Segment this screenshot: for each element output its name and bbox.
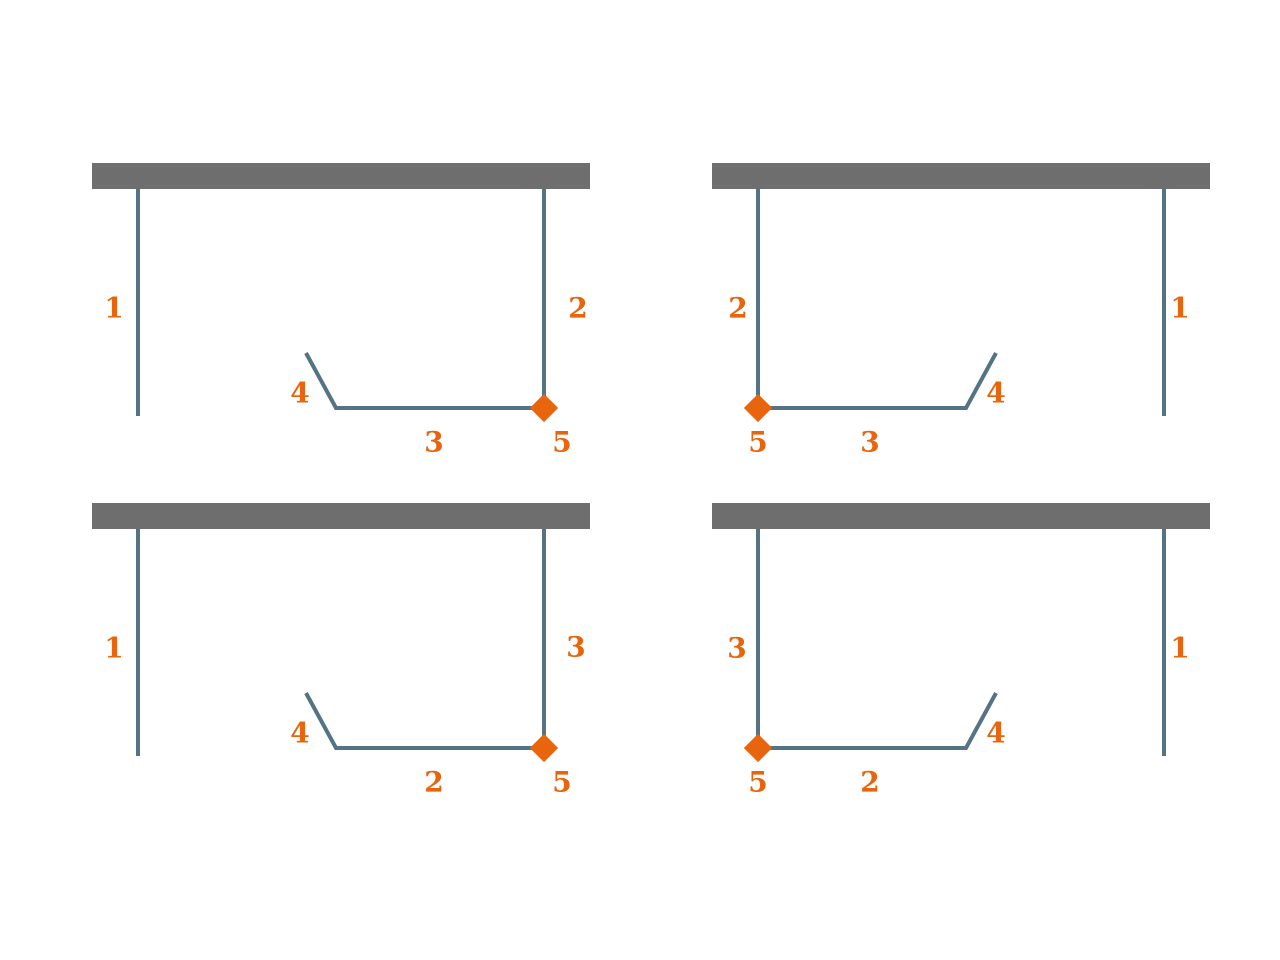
panel-bottom-left: 1 3 4 2 5 xyxy=(92,503,590,799)
panel-top-left: 1 2 4 3 5 xyxy=(92,163,590,459)
label-inner-post: 3 xyxy=(566,631,585,664)
bottom-run xyxy=(304,692,544,750)
label-inner-post: 2 xyxy=(568,292,587,325)
label-corner: 5 xyxy=(748,766,767,799)
label-outer-post: 1 xyxy=(104,632,123,665)
bottom-run xyxy=(758,692,998,750)
label-bend: 4 xyxy=(290,717,309,750)
label-inner-post: 2 xyxy=(728,292,747,325)
label-corner: 5 xyxy=(552,426,571,459)
corner-node xyxy=(529,733,559,763)
label-outer-post: 1 xyxy=(104,292,123,325)
label-bottom-run: 2 xyxy=(860,766,879,799)
label-bottom-run: 2 xyxy=(424,766,443,799)
corner-node xyxy=(529,393,559,423)
label-bottom-run: 3 xyxy=(860,426,879,459)
bottom-run xyxy=(304,352,544,410)
label-bend: 4 xyxy=(290,377,309,410)
panel-top-right: 1 2 4 3 5 xyxy=(712,163,1210,459)
label-corner: 5 xyxy=(552,766,571,799)
label-outer-post: 1 xyxy=(1170,292,1189,325)
ceiling-bar xyxy=(712,503,1210,529)
label-outer-post: 1 xyxy=(1170,632,1189,665)
ceiling-bar xyxy=(92,503,590,529)
label-inner-post: 3 xyxy=(727,632,746,665)
label-corner: 5 xyxy=(748,426,767,459)
label-bend: 4 xyxy=(986,717,1005,750)
ceiling-bar xyxy=(92,163,590,189)
label-bottom-run: 3 xyxy=(424,426,443,459)
corner-node xyxy=(743,393,773,423)
bottom-run xyxy=(758,352,998,410)
label-bend: 4 xyxy=(986,377,1005,410)
panel-bottom-right: 1 3 4 2 5 xyxy=(712,503,1210,799)
corner-node xyxy=(743,733,773,763)
ceiling-bar xyxy=(712,163,1210,189)
